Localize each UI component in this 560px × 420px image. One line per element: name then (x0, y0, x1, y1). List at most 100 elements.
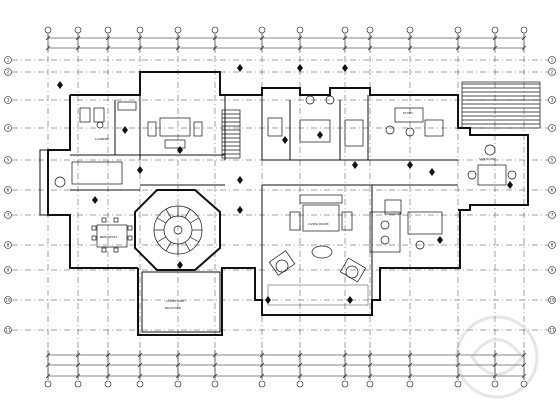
axis-bubble (4, 124, 12, 132)
axis-bubble (366, 26, 374, 34)
axis-bubble (548, 186, 556, 194)
axis-bubble-label: 11 (5, 327, 11, 332)
diamond-marker (317, 131, 323, 139)
backyard-label: BACKYARD (165, 306, 182, 310)
dimension-tick (342, 373, 348, 379)
dining-chair (101, 217, 107, 223)
axis-bubble (44, 26, 52, 34)
axis-bubble (4, 211, 12, 219)
dining-chair (113, 247, 119, 253)
foyer-pattern-line (157, 217, 167, 224)
dining-chair (113, 217, 119, 223)
diamond-marker (237, 206, 243, 214)
axis-bubble-label: 10 (5, 297, 11, 302)
axis-bubble (341, 380, 349, 388)
axis-bubble (4, 96, 12, 104)
dimension-tick (75, 35, 81, 41)
foyer-pattern-line (184, 241, 191, 251)
dimension-tick (75, 373, 81, 379)
axis-bubble (341, 26, 349, 34)
diamond-marker (342, 64, 348, 72)
axis-bubble (4, 241, 12, 249)
dimension-tick (212, 373, 218, 379)
living-room-label: LIVING ROOM (308, 222, 329, 226)
axis-bubble-label: 1 (7, 57, 10, 62)
foyer-pattern-line (189, 217, 199, 224)
axis-bubble-label: 6 (7, 187, 10, 192)
axis-bubble (548, 326, 556, 334)
axis-bubble (548, 241, 556, 249)
diamond-marker (429, 168, 435, 176)
diamond-marker (177, 261, 183, 269)
diamond-marker (57, 81, 63, 89)
diamond-marker (282, 136, 288, 144)
axis-bubble (296, 380, 304, 388)
dimension-tick (455, 373, 461, 379)
axis-bubble-label: 10 (549, 297, 555, 302)
dimension-tick (105, 373, 111, 379)
sunroom-label: SUN ROOM (479, 157, 496, 161)
axis-bubble-label: 1 (551, 57, 554, 62)
diamond-marker (407, 161, 413, 169)
breakfast-label: BREAKFAST (100, 235, 117, 239)
dimension-tick (367, 373, 373, 379)
dimension-tick (45, 373, 51, 379)
dimension-tick (492, 35, 498, 41)
foyer-pattern-line (165, 209, 172, 219)
axis-bubble (136, 380, 144, 388)
axis-bubble (406, 380, 414, 388)
diamond-marker (137, 166, 143, 174)
dimension-tick (175, 35, 181, 41)
diamond-marker (122, 126, 128, 134)
axis-bubble (136, 26, 144, 34)
diamond-marker (92, 196, 98, 204)
axis-bubble (174, 26, 182, 34)
axis-bubble (548, 156, 556, 164)
laundry-label: LAUNDRY (95, 137, 109, 141)
axis-bubble (548, 124, 556, 132)
dining-chair (91, 225, 97, 231)
axis-bubble-label: 3 (7, 97, 10, 102)
dimension-tick (259, 35, 265, 41)
foyer-pattern-line (157, 236, 167, 243)
axis-bubble (4, 156, 12, 164)
axis-bubble (520, 26, 528, 34)
axis-bubble-label: 9 (7, 267, 10, 272)
dimension-tick (492, 373, 498, 379)
family-room (147, 117, 203, 149)
breakfast-room: BREAKFAST (54, 161, 133, 253)
dimension-tick (342, 35, 348, 41)
axis-bubble (491, 26, 499, 34)
axis-bubble (211, 26, 219, 34)
dimension-tick (367, 35, 373, 41)
diamond-marker (237, 176, 243, 184)
axis-bubble (296, 26, 304, 34)
axis-bubble (548, 96, 556, 104)
axis-bubble (406, 26, 414, 34)
dimension-tick (105, 35, 111, 41)
dimension-tick (45, 35, 51, 41)
diamond-markers (57, 64, 513, 304)
diamond-marker (352, 161, 358, 169)
terrace-outline (461, 81, 541, 129)
brand-logo-icon (442, 302, 552, 412)
dining-chair (127, 225, 133, 231)
courtyard: COURTYARD BACKYARD (141, 271, 221, 333)
axis-bubble-label: 7 (551, 212, 554, 217)
axis-bubble (4, 68, 12, 76)
axis-bubble (548, 211, 556, 219)
top-dimension-lines (45, 34, 527, 52)
dimension-tick (297, 35, 303, 41)
dining-chair (91, 235, 97, 241)
axis-bubble-label: 9 (551, 267, 554, 272)
axis-bubble (491, 380, 499, 388)
study-label: STUDY (403, 111, 413, 115)
axis-bubble-label: 4 (551, 125, 554, 130)
dimension-tick (137, 373, 143, 379)
axis-bubble (548, 56, 556, 64)
axis-bubble (104, 380, 112, 388)
axis-bubble (454, 380, 462, 388)
